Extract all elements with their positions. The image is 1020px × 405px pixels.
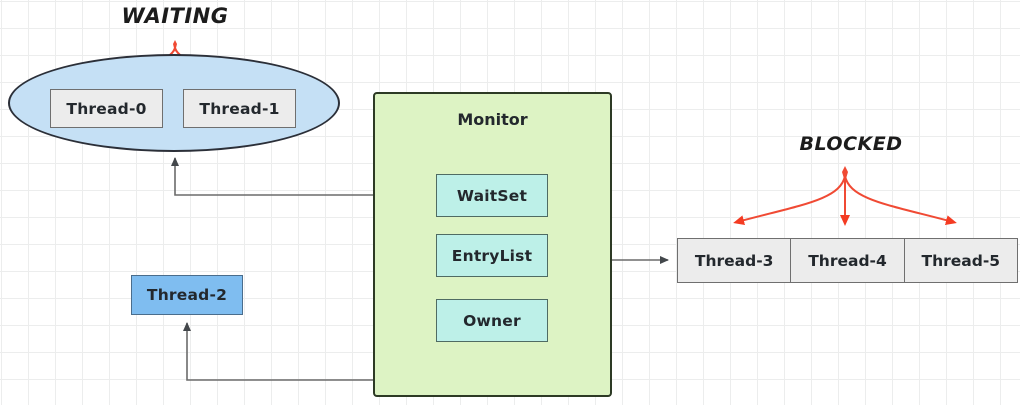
blocked-state-label: BLOCKED xyxy=(799,133,903,155)
connector-waitset-to-waiting xyxy=(171,157,436,196)
thread-box-thread-2[interactable]: Thread-2 xyxy=(131,275,243,315)
monitor-slot-owner[interactable]: Owner xyxy=(436,299,548,342)
waiting-state-label: WAITING xyxy=(121,4,229,28)
thread-box-thread-4[interactable]: Thread-4 xyxy=(791,239,905,282)
monitor-title: Monitor xyxy=(457,110,528,129)
monitor-slot-waitset[interactable]: WaitSet xyxy=(436,174,548,217)
annotation-blocked-arrows xyxy=(733,166,957,226)
thread-box-thread-3[interactable]: Thread-3 xyxy=(678,239,792,282)
thread-box-thread-1[interactable]: Thread-1 xyxy=(183,89,296,128)
monitor-slot-entrylist[interactable]: EntryList xyxy=(436,234,548,277)
thread-box-thread-0[interactable]: Thread-0 xyxy=(50,89,163,128)
blocked-entry-queue: Thread-3 Thread-4 Thread-5 xyxy=(677,238,1018,283)
thread-box-thread-5[interactable]: Thread-5 xyxy=(921,251,1001,270)
